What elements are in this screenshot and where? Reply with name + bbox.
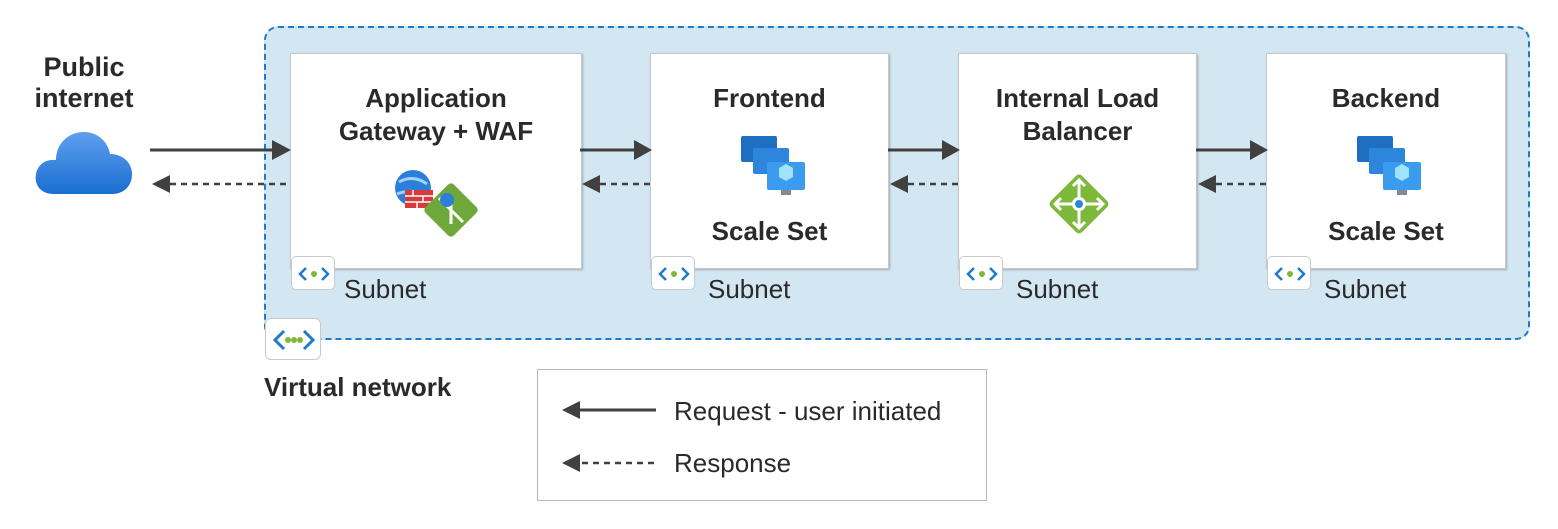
legend-response-arrow (562, 454, 656, 472)
vm-scale-set-icon (741, 136, 805, 195)
frontend-subtitle: Scale Set (711, 216, 828, 246)
public-internet-label: Public internet (34, 52, 134, 113)
backend-box[interactable]: Backend Scale Set (1266, 53, 1506, 269)
subnet-label: Subnet (1016, 274, 1099, 304)
virtual-network-label: Virtual network (264, 372, 452, 402)
subnet-label: Subnet (1324, 274, 1407, 304)
legend: Request - user initiated Response (537, 369, 987, 501)
backend-subtitle: Scale Set (1328, 216, 1444, 246)
app-gateway-title: Application Gateway + WAF (338, 83, 534, 146)
virtual-network-icon (265, 318, 321, 360)
subnet-icon (1267, 256, 1311, 290)
backend-title: Backend (1331, 83, 1441, 113)
frontend-box[interactable]: Frontend Scale Set (650, 53, 889, 269)
subnet-icon (291, 256, 335, 290)
legend-request-arrow (562, 401, 656, 419)
legend-request-label: Request - user initiated (674, 396, 942, 426)
subnet-label: Subnet (344, 274, 427, 304)
vm-scale-set-icon (1357, 136, 1421, 195)
application-gateway-waf-icon (395, 170, 478, 237)
internal-load-balancer-title: Internal Load Balancer (995, 83, 1160, 146)
legend-response-label: Response (674, 448, 792, 478)
cloud-icon (35, 132, 132, 194)
internal-load-balancer-box[interactable]: Internal Load Balancer (958, 53, 1197, 269)
app-gateway-box[interactable]: Application Gateway + WAF (290, 53, 582, 269)
load-balancer-icon (1049, 174, 1109, 234)
subnet-icon (651, 256, 695, 290)
subnet-label: Subnet (708, 274, 791, 304)
subnet-icon (959, 256, 1003, 290)
frontend-title: Frontend (713, 83, 826, 113)
